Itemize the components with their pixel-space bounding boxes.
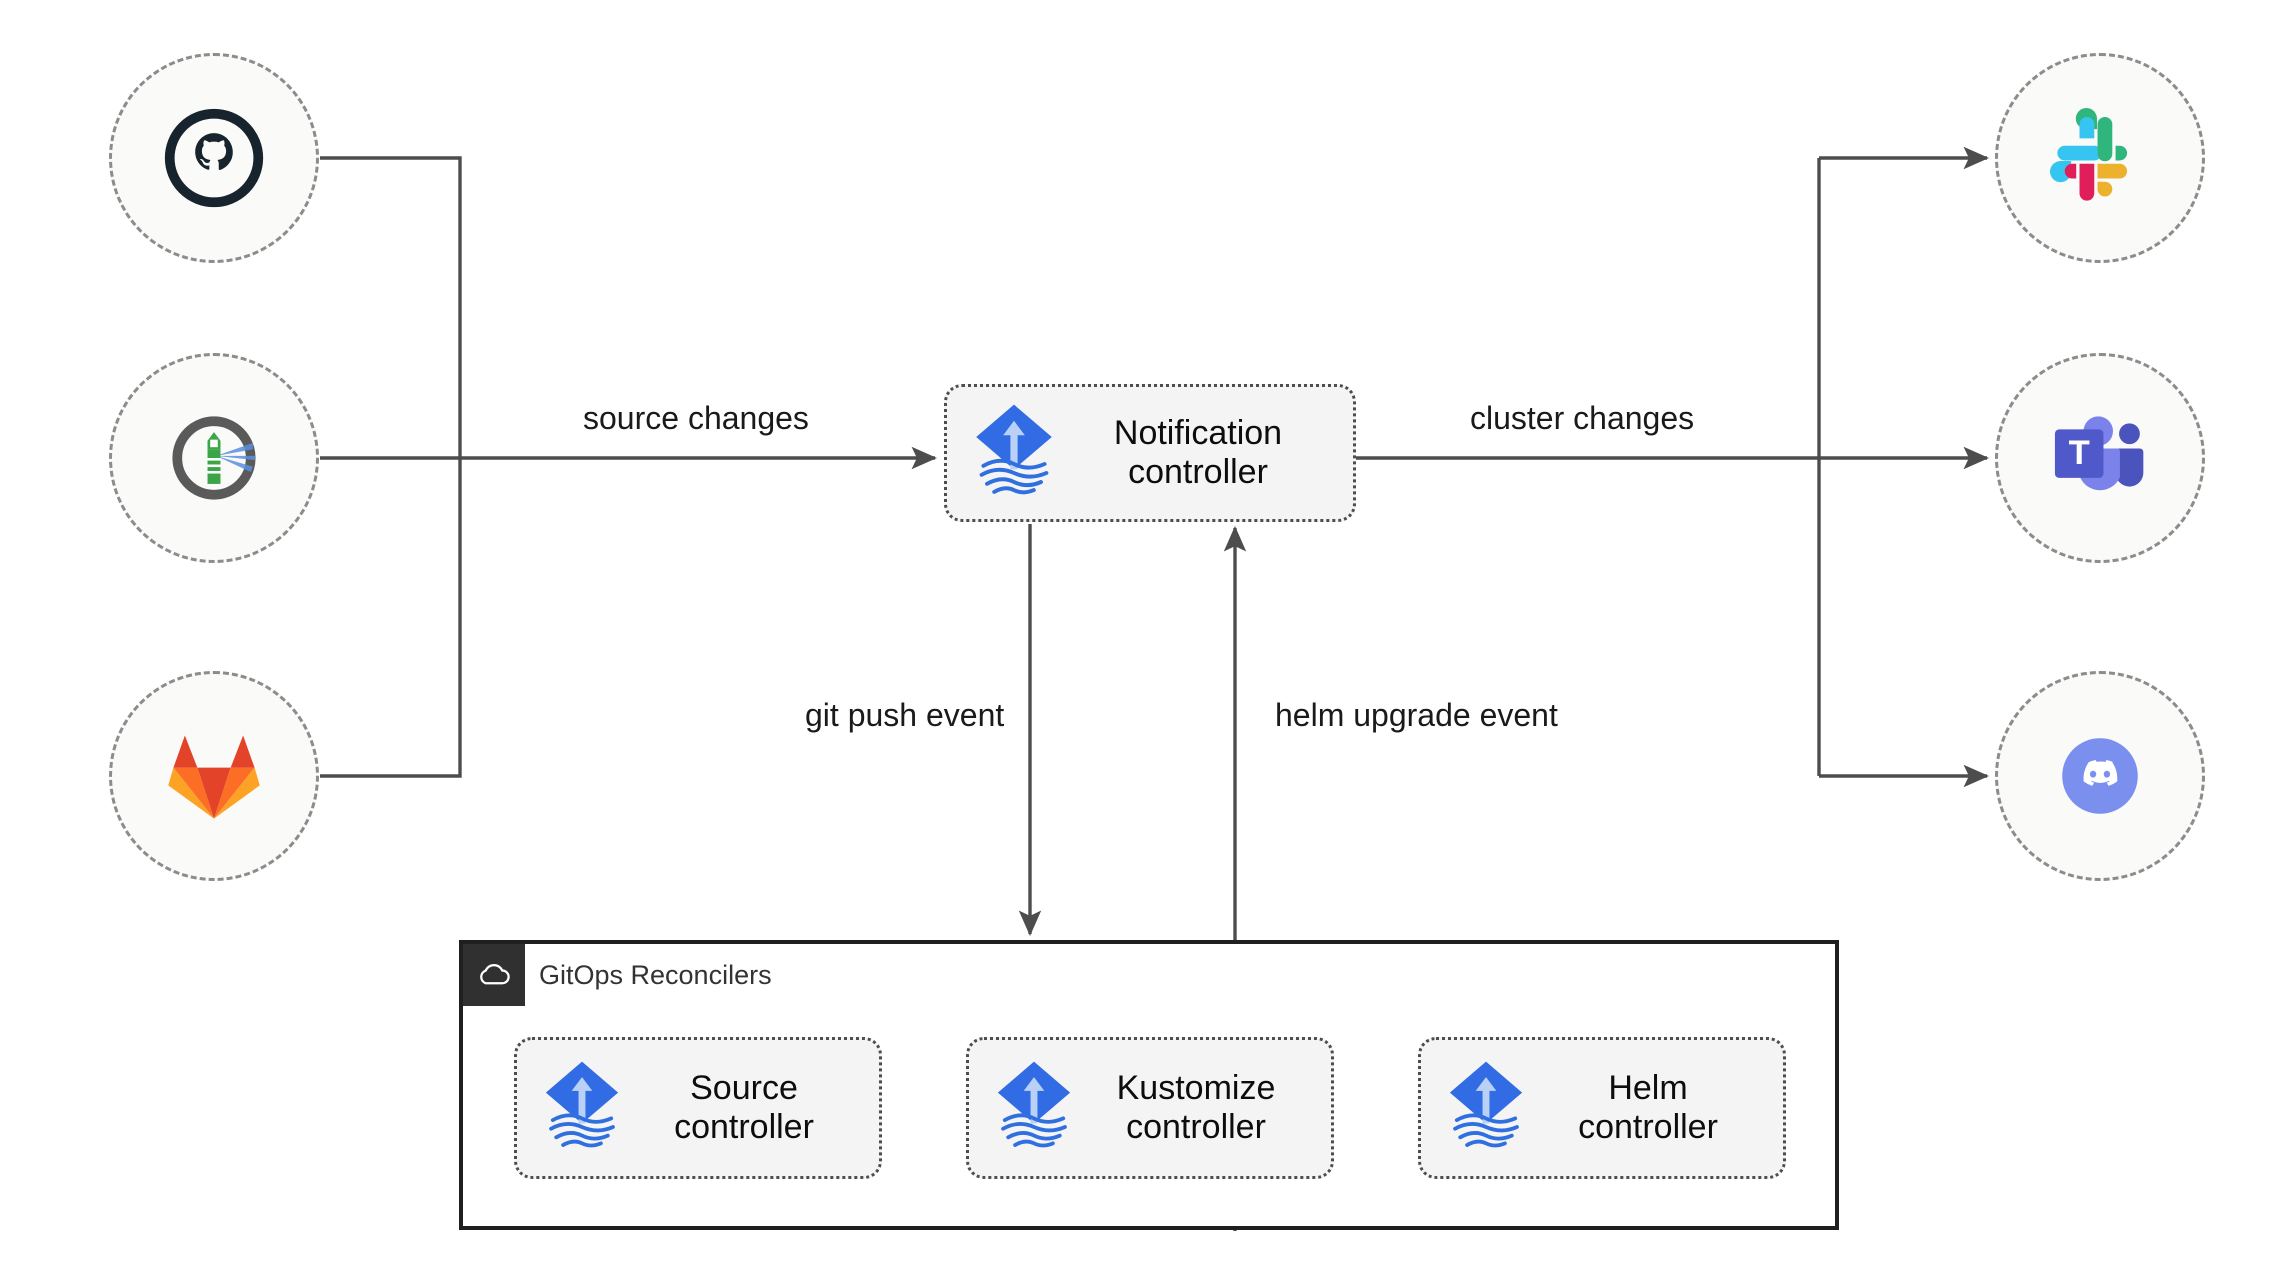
source-node-harbor[interactable] bbox=[109, 353, 319, 563]
gitlab-icon bbox=[147, 709, 282, 844]
source-node-github[interactable] bbox=[109, 53, 319, 263]
target-node-slack[interactable] bbox=[1995, 53, 2205, 263]
kustomize-controller-box[interactable]: Kustomize controller bbox=[966, 1037, 1334, 1179]
target-node-teams[interactable]: T bbox=[1995, 353, 2205, 563]
helm-controller-label: Helm controller bbox=[1578, 1068, 1718, 1146]
flux-icon bbox=[969, 401, 1059, 505]
edge-github-to-bus bbox=[320, 156, 462, 458]
gitops-container-title: GitOps Reconcilers bbox=[539, 960, 772, 990]
notification-controller-label: Notification controller bbox=[1113, 413, 1283, 491]
slack-icon bbox=[2033, 91, 2168, 226]
cloud-icon bbox=[463, 944, 525, 1006]
svg-text:T: T bbox=[2069, 434, 2090, 472]
source-node-gitlab[interactable] bbox=[109, 671, 319, 881]
edge-label-source-changes: source changes bbox=[583, 400, 809, 436]
source-controller-box[interactable]: Source controller bbox=[514, 1037, 882, 1179]
edge-label-helm-upgrade-event: helm upgrade event bbox=[1275, 697, 1558, 733]
source-controller-label: Source controller bbox=[674, 1068, 814, 1146]
edge-gitlab-to-bus bbox=[320, 458, 462, 778]
target-node-discord[interactable] bbox=[1995, 671, 2205, 881]
helm-controller-box[interactable]: Helm controller bbox=[1418, 1037, 1786, 1179]
kustomize-controller-label: Kustomize controller bbox=[1116, 1068, 1276, 1146]
teams-icon: T bbox=[2033, 391, 2168, 526]
harbor-icon bbox=[147, 391, 282, 526]
discord-icon bbox=[2033, 709, 2168, 844]
edge-label-git-push-event: git push event bbox=[805, 697, 1005, 733]
flux-icon bbox=[539, 1058, 625, 1158]
flux-icon bbox=[1443, 1058, 1529, 1158]
edge-label-cluster-changes: cluster changes bbox=[1470, 400, 1695, 436]
flux-icon bbox=[991, 1058, 1077, 1158]
github-icon bbox=[147, 91, 282, 226]
notification-controller-box[interactable]: Notification controller bbox=[944, 384, 1356, 522]
